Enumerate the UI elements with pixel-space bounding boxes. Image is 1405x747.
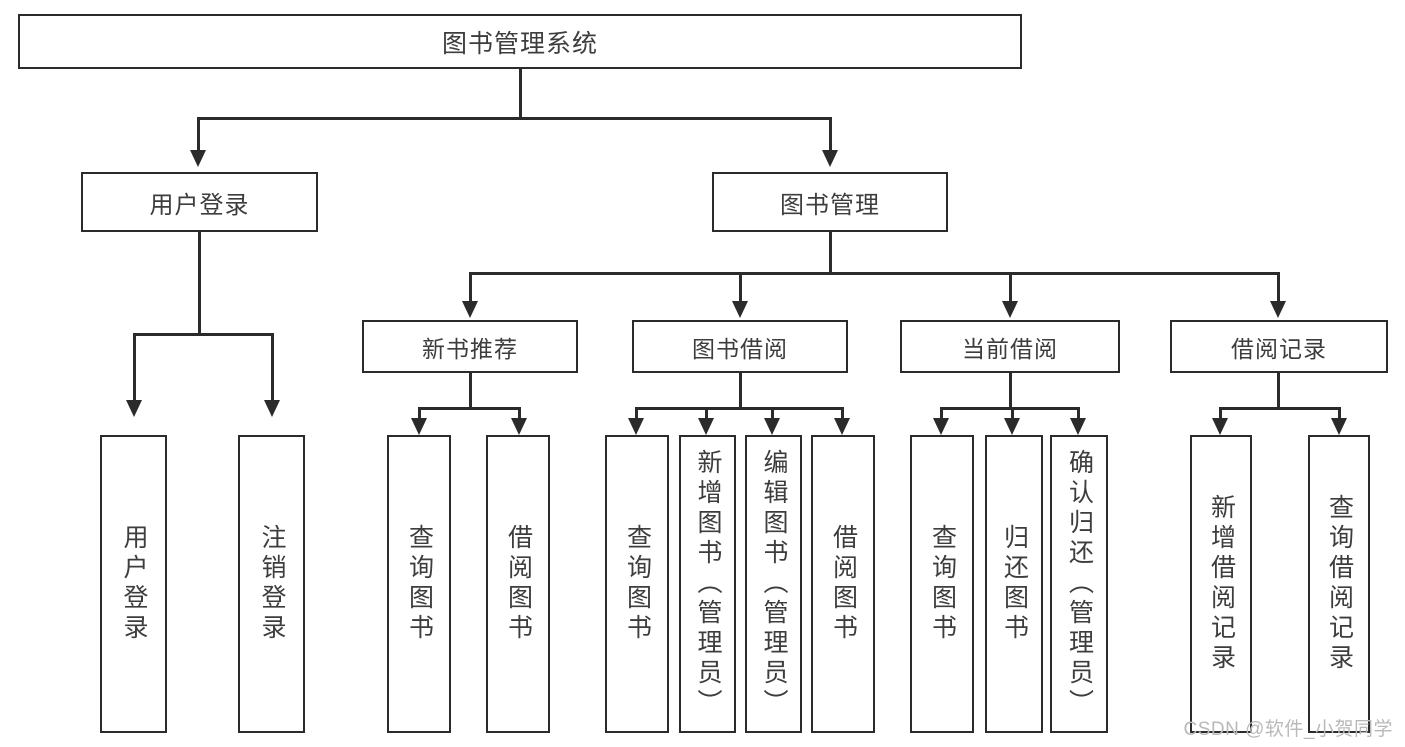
arrow-to-current-borrow <box>1002 301 1018 318</box>
leaf-label: 查询图书 <box>928 524 957 644</box>
connector-book-management-stem <box>829 232 832 274</box>
connector-br-leaf-2 <box>1338 407 1341 423</box>
connector-bb-leaf-1 <box>635 407 638 423</box>
leaf-label: 新增借阅记录 <box>1207 494 1236 674</box>
connector-current-borrow-stem <box>1009 373 1012 409</box>
connector-new-book-recommend-stem <box>469 373 472 409</box>
connector-to-new-book-recommend <box>469 272 472 302</box>
leaf-query-books-borrow[interactable]: 查询图书 <box>605 435 669 733</box>
leaf-add-book-admin[interactable]: 新增图书（管理员） <box>679 435 736 733</box>
leaf-borrow-books-recommend[interactable]: 借阅图书 <box>486 435 550 733</box>
leaf-label: 查询图书 <box>623 524 652 644</box>
node-user-login[interactable]: 用户登录 <box>81 172 318 232</box>
leaf-query-books-current[interactable]: 查询图书 <box>910 435 974 733</box>
arrow-nbr-leaf-1 <box>411 418 427 435</box>
connector-to-user-login <box>197 117 200 151</box>
connector-root-stem <box>519 69 522 119</box>
connector-to-borrow-records <box>1277 272 1280 302</box>
node-new-book-recommend[interactable]: 新书推荐 <box>362 320 578 373</box>
connector-user-login-stem <box>198 232 201 335</box>
node-label: 借阅记录 <box>1231 335 1327 362</box>
arrow-cb-leaf-1 <box>933 418 949 435</box>
arrow-br-leaf-2 <box>1331 418 1347 435</box>
arrow-cb-leaf-2 <box>1004 418 1020 435</box>
leaf-add-borrow-record[interactable]: 新增借阅记录 <box>1190 435 1252 733</box>
arrow-bb-leaf-3 <box>764 418 780 435</box>
connector-user-login-bar <box>133 333 274 336</box>
node-book-borrow[interactable]: 图书借阅 <box>632 320 848 373</box>
connector-new-book-recommend-bar <box>418 407 521 410</box>
leaf-label: 注销登录 <box>258 524 286 644</box>
node-root-library-system[interactable]: 图书管理系统 <box>18 14 1022 69</box>
connector-bb-leaf-3 <box>771 407 774 423</box>
arrow-nbr-leaf-2 <box>511 418 527 435</box>
arrow-to-new-book-recommend <box>462 301 478 318</box>
arrow-to-user-login <box>190 150 206 167</box>
connector-borrow-records-stem <box>1277 373 1280 409</box>
connector-cb-leaf-1 <box>940 407 943 423</box>
node-current-borrow[interactable]: 当前借阅 <box>900 320 1120 373</box>
connector-current-borrow-bar <box>940 407 1080 410</box>
leaf-user-login[interactable]: 用户登录 <box>100 435 167 733</box>
node-label: 当前借阅 <box>962 335 1058 362</box>
leaf-label: 归还图书 <box>1000 524 1029 644</box>
node-label: 图书管理系统 <box>441 29 598 58</box>
connector-book-borrow-bar <box>635 407 843 410</box>
connector-borrow-records-bar <box>1219 407 1341 410</box>
leaf-logout[interactable]: 注销登录 <box>238 435 305 733</box>
node-label: 新书推荐 <box>422 335 518 362</box>
arrow-bb-leaf-2 <box>698 418 714 435</box>
connector-nbr-leaf-2 <box>518 407 521 423</box>
connector-to-leaf-logout <box>271 333 274 401</box>
arrow-to-leaf-logout <box>264 400 280 417</box>
leaf-query-borrow-record[interactable]: 查询借阅记录 <box>1308 435 1370 733</box>
leaf-return-books[interactable]: 归还图书 <box>985 435 1043 733</box>
arrow-bb-leaf-4 <box>834 418 850 435</box>
connector-bb-leaf-2 <box>705 407 708 423</box>
node-label: 图书管理 <box>780 191 880 219</box>
connector-to-book-borrow <box>739 272 742 302</box>
leaf-edit-book-admin[interactable]: 编辑图书（管理员） <box>745 435 802 733</box>
leaf-label: 新增图书（管理员） <box>694 449 722 719</box>
connector-level2-bar <box>197 117 832 120</box>
connector-to-leaf-user-login <box>133 333 136 401</box>
node-book-management[interactable]: 图书管理 <box>712 172 948 232</box>
leaf-query-books-recommend[interactable]: 查询图书 <box>387 435 451 733</box>
leaf-label: 用户登录 <box>120 524 148 644</box>
connector-level3-bar <box>469 272 1279 275</box>
connector-to-book-management <box>829 117 832 151</box>
arrow-bb-leaf-1 <box>628 418 644 435</box>
leaf-label: 查询图书 <box>405 524 434 644</box>
leaf-label: 查询借阅记录 <box>1325 494 1354 674</box>
node-borrow-records[interactable]: 借阅记录 <box>1170 320 1388 373</box>
connector-cb-leaf-2 <box>1011 407 1014 423</box>
connector-bb-leaf-4 <box>841 407 844 423</box>
arrow-to-book-management <box>822 150 838 167</box>
arrow-br-leaf-1 <box>1212 418 1228 435</box>
leaf-confirm-return-admin[interactable]: 确认归还（管理员） <box>1050 435 1108 733</box>
connector-to-current-borrow <box>1009 272 1012 302</box>
node-label: 用户登录 <box>149 191 250 219</box>
connector-book-borrow-stem <box>739 373 742 409</box>
leaf-borrow-books[interactable]: 借阅图书 <box>811 435 875 733</box>
connector-br-leaf-1 <box>1219 407 1222 423</box>
leaf-label: 编辑图书（管理员） <box>760 449 788 719</box>
arrow-cb-leaf-3 <box>1070 418 1086 435</box>
node-label: 图书借阅 <box>692 335 788 362</box>
leaf-label: 借阅图书 <box>504 524 533 644</box>
arrow-to-book-borrow <box>732 301 748 318</box>
connector-nbr-leaf-1 <box>418 407 421 423</box>
leaf-label: 确认归还（管理员） <box>1065 449 1094 719</box>
arrow-to-leaf-user-login <box>126 400 142 417</box>
connector-cb-leaf-3 <box>1077 407 1080 423</box>
leaf-label: 借阅图书 <box>829 524 858 644</box>
arrow-to-borrow-records <box>1270 301 1286 318</box>
